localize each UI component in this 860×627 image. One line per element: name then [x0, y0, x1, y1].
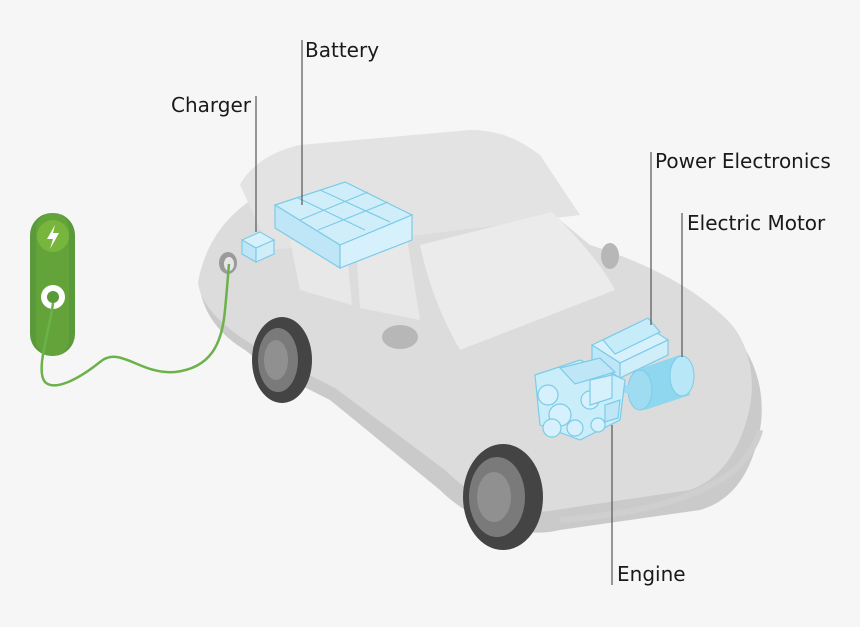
charger-label: Charger	[171, 93, 251, 117]
leader-lines	[255, 40, 683, 585]
power-electronics-box	[590, 317, 670, 380]
windshield	[420, 212, 615, 350]
charger-box	[240, 231, 276, 264]
rear-tire	[252, 317, 312, 403]
lightning-bolt-icon	[37, 220, 69, 252]
front-bumper	[559, 429, 763, 523]
right-mirror	[601, 243, 619, 269]
electric-motor	[624, 355, 695, 411]
electric-motor-label: Electric Motor	[687, 211, 826, 235]
engine	[534, 357, 626, 441]
engine-label: Engine	[617, 562, 686, 586]
side-mirror	[382, 325, 418, 349]
battery-pack	[273, 181, 414, 270]
power-electronics-label: Power Electronics	[655, 149, 831, 173]
charging-cable	[40, 263, 231, 387]
battery-label: Battery	[305, 38, 380, 62]
plug-socket-icon	[41, 285, 65, 309]
front-tire	[463, 444, 543, 550]
